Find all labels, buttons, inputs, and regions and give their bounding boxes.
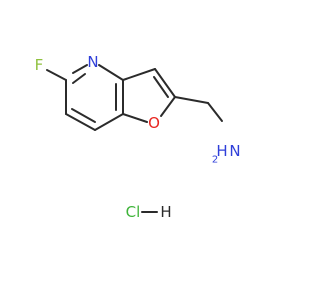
amine-hydrogen-label: H [216, 142, 227, 160]
salt-hydrogen-label: H [160, 203, 171, 221]
bond-c2-o1 [160, 96, 176, 117]
chlorine-label: Cl [126, 203, 141, 221]
bond-c2-ch2 [174, 96, 209, 104]
furan-ring [122, 68, 176, 123]
bond-c3-c2-inner [153, 76, 169, 98]
bond-c7a-c7 [94, 113, 124, 131]
amine-nitrogen-label: N [229, 142, 240, 160]
aminomethyl-chain [174, 96, 223, 122]
fluorine-label: F [35, 56, 44, 74]
bond-c5-n4 [72, 64, 88, 74]
bond-ch2-nh2 [207, 102, 223, 122]
amine-subscript: 2 [212, 155, 218, 166]
pyridine-ring [46, 64, 124, 131]
bond-n4-c3a [98, 64, 124, 81]
bond-o1-c7a [122, 113, 148, 123]
bond-c5-f [46, 69, 67, 81]
ring-oxygen-label: O [148, 114, 160, 132]
bond-c7-c6-inner [71, 108, 96, 123]
bond-c7-c6 [65, 113, 96, 131]
ring-nitrogen-label: N [87, 53, 98, 71]
bond-c3a-c3 [122, 68, 156, 81]
bond-c3-c2 [154, 68, 176, 98]
chemical-structure-diagram: F N O H 2 N Cl H [35, 53, 241, 221]
bond-c5-n4-inner [72, 73, 86, 84]
